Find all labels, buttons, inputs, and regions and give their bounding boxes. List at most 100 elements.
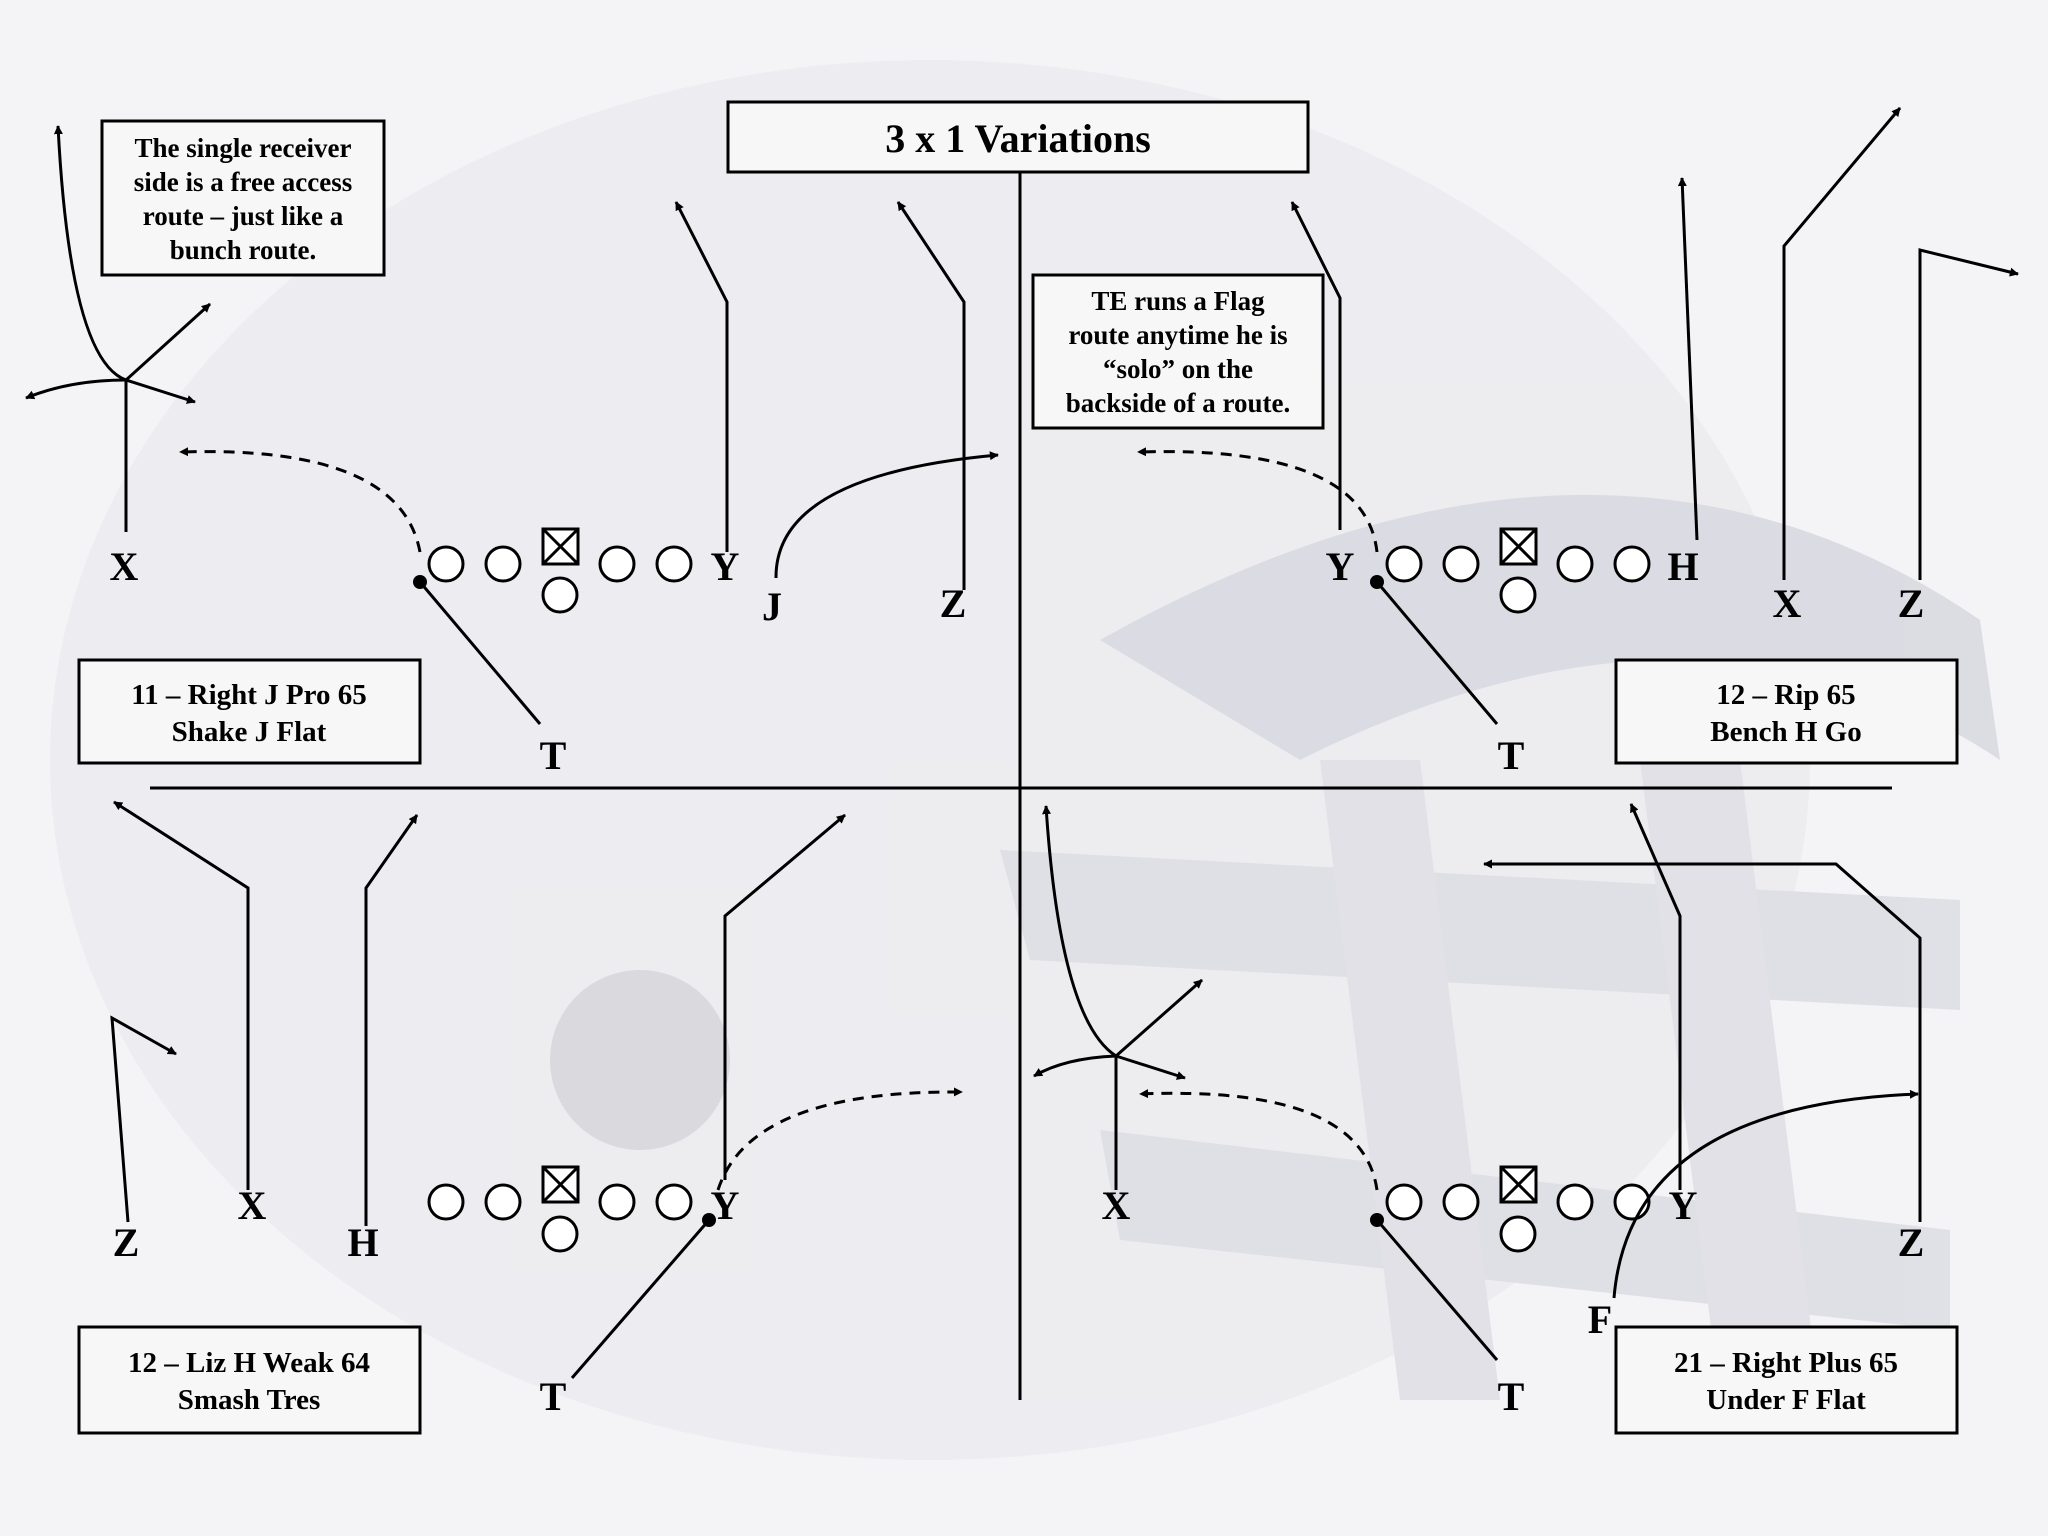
note-line: bunch route. <box>170 235 317 265</box>
route-x-out-right <box>1115 1054 1186 1080</box>
lineman-marker <box>1385 1183 1423 1221</box>
route-tailback <box>1375 581 1499 725</box>
play-name-line: Bench H Go <box>1710 716 1861 748</box>
quadrant-bottom-left: 12 – Liz H Weak 64 Smash Tres Z X H Y T <box>77 800 963 1435</box>
player-label-x: X <box>238 1183 267 1228</box>
player-label-y: Y <box>1669 1183 1698 1228</box>
play-name-box <box>77 1325 422 1435</box>
route-z <box>110 1015 177 1223</box>
center-x-mark <box>1499 1165 1538 1204</box>
helmet-watermark <box>50 60 2000 1460</box>
offensive-line <box>427 527 693 614</box>
route-x-out-left <box>25 378 127 400</box>
route-f-flat <box>1612 1089 1919 1299</box>
route-tailback <box>418 581 542 725</box>
player-label-t: T <box>540 1374 567 1419</box>
player-label-z: Z <box>113 1220 140 1265</box>
player-label-x: X <box>1773 581 1802 626</box>
player-label-h: H <box>347 1220 378 1265</box>
route-h-go <box>1677 177 1699 541</box>
quarterback-marker <box>541 576 579 614</box>
play-name-line: Shake J Flat <box>172 716 327 748</box>
route-x-post <box>1782 107 1902 580</box>
title-box <box>726 100 1310 174</box>
route-tailback <box>1375 1219 1499 1361</box>
route-y-corner <box>1629 803 1682 1190</box>
quadrant-bottom-right: 21 – Right Plus 65 Under F Flat X Y Z F … <box>1033 803 1959 1435</box>
note-line: side is a free access <box>134 167 352 197</box>
player-label-y: Y <box>711 1183 740 1228</box>
route-x-vertical <box>1042 805 1117 1058</box>
route-j-flat <box>774 451 999 579</box>
route-x-vertical <box>53 125 127 382</box>
player-label-x: X <box>1102 1183 1131 1228</box>
player-label-t: T <box>540 733 567 778</box>
offensive-line <box>1385 527 1651 614</box>
route-x-in <box>124 302 212 382</box>
note-line: The single receiver <box>135 133 352 163</box>
lineman-marker <box>1385 545 1423 583</box>
route-z-out <box>1918 248 2019 580</box>
route-z <box>896 201 966 590</box>
player-label-z: Z <box>1898 581 1925 626</box>
route-tailback <box>570 1219 711 1379</box>
quadrant-top-left: The single receiver side is a free acces… <box>25 119 999 778</box>
note-box <box>100 119 386 277</box>
player-label-f: F <box>1588 1297 1612 1342</box>
lineman-marker <box>484 545 522 583</box>
route-x-out-left <box>1033 1054 1117 1078</box>
lineman-marker <box>1442 1183 1480 1221</box>
player-label-j: J <box>762 584 782 629</box>
lineman-marker <box>655 545 693 583</box>
route-h-smash <box>364 814 419 1226</box>
play-name-box <box>1614 1325 1959 1435</box>
lineman-marker <box>655 1183 693 1221</box>
quarterback-marker <box>541 1215 579 1253</box>
quarterback-marker <box>1499 576 1537 614</box>
route-y <box>674 201 729 552</box>
lineman-marker <box>427 1183 465 1221</box>
route-x-corner <box>113 800 250 1190</box>
center-x-mark <box>541 527 580 566</box>
lineman-marker <box>1613 545 1651 583</box>
lineman-marker <box>484 1183 522 1221</box>
note-line: route anytime he is <box>1068 320 1287 350</box>
player-label-x: X <box>110 544 139 589</box>
play-name-box <box>1614 658 1959 765</box>
offensive-line <box>427 1165 693 1253</box>
quarterback-marker <box>1499 1215 1537 1253</box>
center-x-mark <box>1499 527 1538 566</box>
player-label-h: H <box>1667 544 1698 589</box>
lineman-marker <box>1556 545 1594 583</box>
player-label-z: Z <box>1898 1220 1925 1265</box>
quadrant-top-right: TE runs a Flag route anytime he is “solo… <box>1031 107 2019 778</box>
route-y-flag <box>1290 201 1342 530</box>
play-name-line: 21 – Right Plus 65 <box>1674 1347 1898 1379</box>
route-y-post <box>723 813 846 1180</box>
note-line: route – just like a <box>143 201 344 231</box>
route-motion <box>179 447 422 553</box>
note-box <box>1031 273 1325 430</box>
lineman-marker <box>598 545 636 583</box>
lineman-marker <box>427 545 465 583</box>
play-name-box <box>77 658 422 765</box>
lineman-marker <box>1556 1183 1594 1221</box>
play-name-line: Smash Tres <box>178 1384 321 1416</box>
play-name-line: 11 – Right J Pro 65 <box>131 679 367 711</box>
play-name-line: 12 – Liz H Weak 64 <box>128 1347 370 1379</box>
play-name-line: Under F Flat <box>1706 1384 1866 1416</box>
player-label-t: T <box>1498 733 1525 778</box>
note-line: backside of a route. <box>1066 388 1291 418</box>
route-x-in <box>1115 978 1203 1058</box>
lineman-marker <box>1442 545 1480 583</box>
play-name-line: 12 – Rip 65 <box>1716 679 1855 711</box>
player-label-t: T <box>1498 1374 1525 1419</box>
route-motion <box>716 1087 963 1191</box>
player-label-y: Y <box>1326 544 1355 589</box>
note-line: “solo” on the <box>1103 354 1253 384</box>
player-label-z: Z <box>940 581 967 626</box>
note-line: TE runs a Flag <box>1091 286 1265 316</box>
player-label-y: Y <box>711 544 740 589</box>
